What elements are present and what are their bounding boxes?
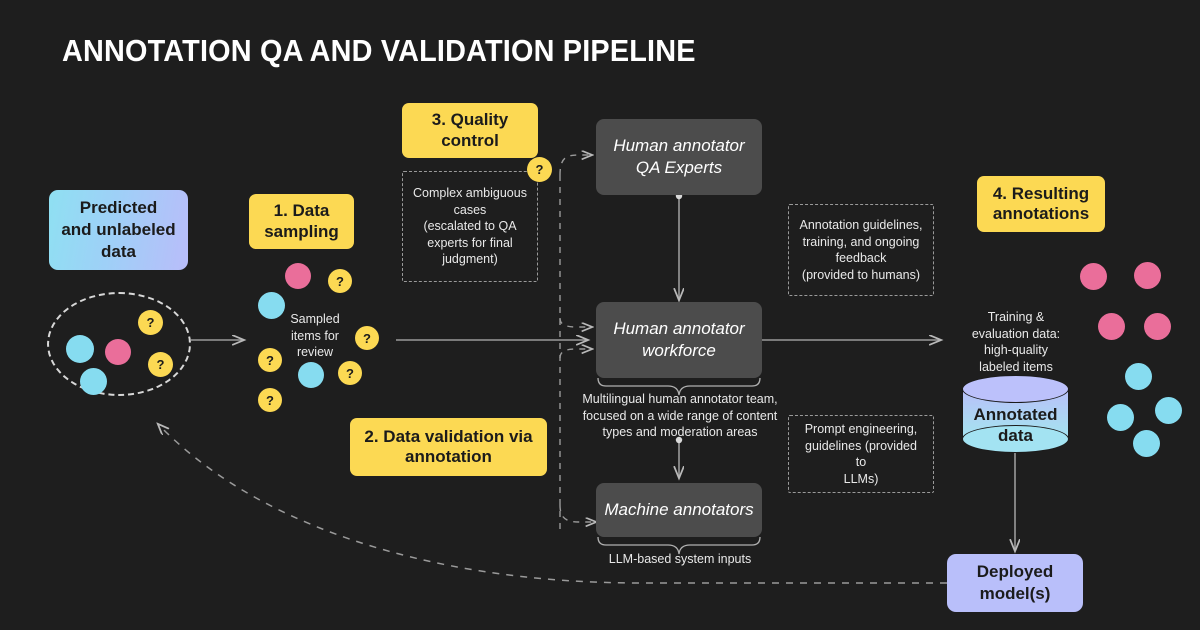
source-line-3: data [101, 242, 136, 262]
annotated-data-cylinder[interactable]: Annotated data [962, 375, 1069, 453]
edge-branch-workforce [559, 317, 592, 327]
sampled-dot-question-2: ? [355, 326, 379, 350]
result-dot-cyan-3 [1107, 404, 1134, 431]
step-3-line-2: control [441, 130, 499, 150]
guidelines-line-1: Annotation guidelines, [799, 218, 923, 232]
complex-line-4: experts for final [427, 235, 513, 250]
step-4-line-2: annotations [992, 204, 1090, 223]
guidelines-line-2: training, and ongoing [802, 234, 920, 249]
workforce-line-1: Human annotator [613, 318, 745, 338]
source-data-box: Predicted and unlabeled data [49, 190, 188, 270]
page-title: ANNOTATION QA AND VALIDATION PIPELINE [62, 33, 696, 68]
result-dot-cyan-4 [1133, 430, 1160, 457]
node-machine-annotators[interactable]: Machine annotators [596, 483, 762, 537]
training-eval-caption: Training & evaluation data: high-quality… [955, 309, 1077, 375]
qa-experts-line-2: QA Experts [635, 158, 723, 177]
note-annotation-guidelines: Annotation guidelines, training, and ong… [788, 204, 934, 296]
deployed-line-2: model(s) [979, 584, 1051, 603]
result-dot-pink-1 [1080, 263, 1107, 290]
sampled-dot-pink-1 [285, 263, 311, 289]
pool-dot-question-2: ? [148, 352, 173, 377]
sampled-dot-question-4: ? [338, 361, 362, 385]
cylinder-bottom [962, 425, 1069, 453]
sampled-dot-question-3: ? [258, 348, 282, 372]
step-4-resulting-annotations[interactable]: 4. Resulting annotations [977, 176, 1105, 232]
sampled-dot-question-5: ? [258, 388, 282, 412]
training-eval-line-3: high-quality [984, 343, 1048, 357]
sampled-items-line-1: Sampled [290, 312, 340, 326]
guidelines-line-4: (provided to humans) [801, 267, 921, 282]
step-2-line-1: 2. Data validation via [364, 426, 533, 446]
step-3-quality-control[interactable]: 3. Quality control [402, 103, 538, 158]
source-line-1: Predicted [79, 197, 158, 217]
step-2-data-validation[interactable]: 2. Data validation via annotation [350, 418, 547, 476]
result-dot-pink-2 [1134, 262, 1161, 289]
workforce-line-2: workforce [642, 341, 716, 360]
sampled-items-caption: Sampled items for review [283, 311, 347, 361]
guidelines-line-3: feedback [835, 251, 887, 265]
prompt-line-1: Prompt engineering, [804, 422, 918, 436]
node-human-annotator-workforce[interactable]: Human annotator workforce [596, 302, 762, 378]
complex-line-2: cases [453, 202, 487, 217]
node-human-annotator-qa-experts[interactable]: Human annotator QA Experts [596, 119, 762, 195]
note-complex-ambiguous-cases: Complex ambiguous cases (escalated to QA… [402, 171, 538, 282]
source-line-2: and unlabeled [61, 219, 176, 239]
complex-line-5: judgment) [442, 252, 498, 267]
workforce-brace-line-2: focused on a wide range of content [582, 408, 778, 423]
result-dot-pink-3 [1098, 313, 1125, 340]
step-3-line-1: 3. Quality [431, 110, 509, 130]
result-dot-pink-4 [1144, 313, 1171, 340]
training-eval-line-4: labeled items [979, 359, 1053, 374]
workforce-brace-line-3: types and moderation areas [602, 425, 758, 439]
training-eval-line-1: Training & [987, 310, 1045, 324]
prompt-line-3: LLMs) [843, 471, 879, 486]
quality-control-question-badge: ? [527, 157, 552, 182]
sampled-dot-question-1: ? [328, 269, 352, 293]
sampled-dot-cyan-1 [258, 292, 285, 319]
pool-dot-cyan-1 [66, 335, 94, 363]
result-dot-cyan-1 [1125, 363, 1152, 390]
cylinder-top [962, 375, 1069, 403]
edge-branch-machine-annotators [559, 504, 596, 522]
pool-dot-question-1: ? [138, 310, 163, 335]
step-2-line-2: annotation [405, 447, 492, 466]
deployed-line-1: Deployed [976, 561, 1054, 581]
sampled-dot-cyan-2 [298, 362, 324, 388]
edge-branch-qa-experts [559, 155, 592, 176]
pool-dot-cyan-2 [80, 368, 107, 395]
edge-branch-workforce-lower [559, 349, 592, 359]
step-1-line-2: sampling [264, 221, 339, 241]
workforce-brace-line-1: Multilingual human annotator team, [582, 392, 778, 406]
step-1-data-sampling[interactable]: 1. Data sampling [249, 194, 354, 249]
complex-line-1: Complex ambiguous [413, 186, 527, 201]
annotated-data-line-2: data [998, 426, 1033, 445]
step-4-line-1: 4. Resulting [992, 183, 1090, 203]
sampled-items-line-2: items for [291, 328, 339, 343]
qa-experts-line-1: Human annotator [613, 135, 745, 155]
result-dot-cyan-2 [1155, 397, 1182, 424]
node-deployed-models[interactable]: Deployed model(s) [947, 554, 1083, 612]
machine-brace-caption: LLM-based system inputs [608, 552, 752, 566]
step-1-line-1: 1. Data [273, 201, 330, 221]
complex-line-3: (escalated to QA [423, 219, 517, 234]
prompt-line-2: guidelines (provided to [805, 438, 917, 470]
cylinder-label: Annotated data [962, 405, 1069, 445]
unlabeled-data-pool [47, 292, 191, 396]
training-eval-line-2: evaluation data: [971, 326, 1061, 341]
annotated-data-line-1: Annotated [973, 404, 1058, 424]
note-prompt-engineering: Prompt engineering, guidelines (provided… [788, 415, 934, 493]
machine-annotators-label: Machine annotators [604, 499, 754, 519]
pool-dot-pink-1 [105, 339, 131, 365]
sampled-items-line-3: review [296, 345, 334, 359]
workforce-brace-caption: Multilingual human annotator team, focus… [574, 391, 786, 441]
